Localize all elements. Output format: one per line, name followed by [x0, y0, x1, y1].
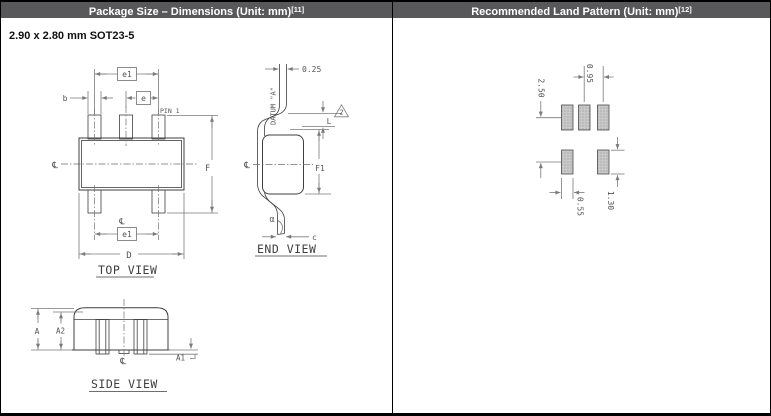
a1-leader — [190, 354, 196, 359]
lead-foot-tip — [277, 233, 285, 235]
left-panel-header-footnote: [11] — [291, 5, 305, 14]
centerline-symbol: ℄ — [243, 161, 250, 171]
dimension-label-box — [117, 227, 137, 241]
dim-label-l: L — [327, 117, 332, 126]
right-panel-header: Recommended Land Pattern (Unit: mm)[12] — [393, 2, 770, 18]
package-body-inner-outline — [81, 140, 182, 188]
dim-label-alpha: α — [269, 215, 274, 225]
right-panel-header-footnote: [12] — [678, 5, 692, 14]
land-pad — [578, 104, 591, 131]
dim-label-e1-bottom: e1 — [122, 230, 132, 239]
datum-a-label: DATUM "A" — [270, 87, 278, 125]
dim-label-e: e — [141, 94, 146, 103]
end-view-drawing: ℄ 0.25 DATUM "A" L 2 — [243, 64, 350, 257]
dim-label-f: F — [205, 164, 210, 174]
land-pattern-panel: Recommended Land Pattern (Unit: mm)[12] — [393, 2, 770, 413]
package-size-panel: Package Size – Dimensions (Unit: mm)[11]… — [1, 2, 393, 413]
lead-profile-inner-lower — [264, 192, 285, 234]
land-pad — [561, 149, 574, 175]
package-subtitle: 2.90 x 2.80 mm SOT23-5 — [9, 30, 135, 42]
dim-label-f1: F1 — [315, 164, 325, 173]
dim-label-c: c — [312, 233, 317, 242]
dim-label-pad-width: 0.55 — [575, 197, 584, 216]
side-lead-1 — [95, 319, 110, 355]
side-lead-2 — [133, 319, 148, 355]
lead-profile-inner — [264, 64, 287, 136]
package-drawings: e1 b e PIN 1 — [31, 64, 350, 392]
dim-label-pad-pitch: 0.95 — [585, 64, 594, 83]
centerline-symbol: ℄ — [118, 217, 125, 227]
side-view-title: SIDE VIEW — [91, 377, 158, 391]
note-flag-triangle — [333, 104, 350, 118]
dim-label-lead-width: 0.25 — [302, 65, 321, 74]
lead-profile-outer — [257, 64, 280, 235]
land-pattern-drawing: 0.95 2.50 0.55 1.30 — [536, 64, 625, 216]
dim-label-a1: A1 — [176, 354, 185, 363]
pin1-label: PIN 1 — [160, 107, 180, 115]
package-body-outline — [78, 137, 185, 191]
top-view-drawing: e1 b e PIN 1 — [51, 67, 218, 278]
land-pad — [561, 104, 574, 131]
dim-label-row-pitch: 2.50 — [536, 78, 545, 97]
note-flag-number: 2 — [339, 109, 343, 117]
left-panel-header-title: Package Size – Dimensions (Unit: mm) — [88, 6, 292, 18]
top-view-title: TOP VIEW — [98, 263, 157, 277]
dim-label-b: b — [63, 94, 68, 103]
dimension-label-box — [136, 91, 151, 105]
dimension-label-box — [117, 67, 137, 81]
side-view-drawing: ℄ A A2 A1 — [31, 299, 198, 392]
end-view-title: END VIEW — [257, 242, 316, 256]
centerline-symbol: ℄ — [119, 357, 126, 367]
dim-label-pad-height: 1.30 — [606, 191, 615, 210]
dim-label-a: A — [35, 327, 40, 336]
left-panel-header: Package Size – Dimensions (Unit: mm)[11] — [1, 2, 392, 18]
land-pad — [597, 104, 610, 131]
dim-label-d: D — [126, 251, 131, 261]
dim-label-e1-top: e1 — [122, 70, 132, 79]
centerline-symbol: ℄ — [51, 161, 58, 171]
right-panel-header-title: Recommended Land Pattern (Unit: mm) — [471, 6, 679, 18]
alpha-leader-arc — [277, 220, 283, 234]
side-view-body — [73, 307, 169, 350]
land-pad — [597, 149, 610, 175]
dim-label-a2: A2 — [56, 327, 65, 336]
